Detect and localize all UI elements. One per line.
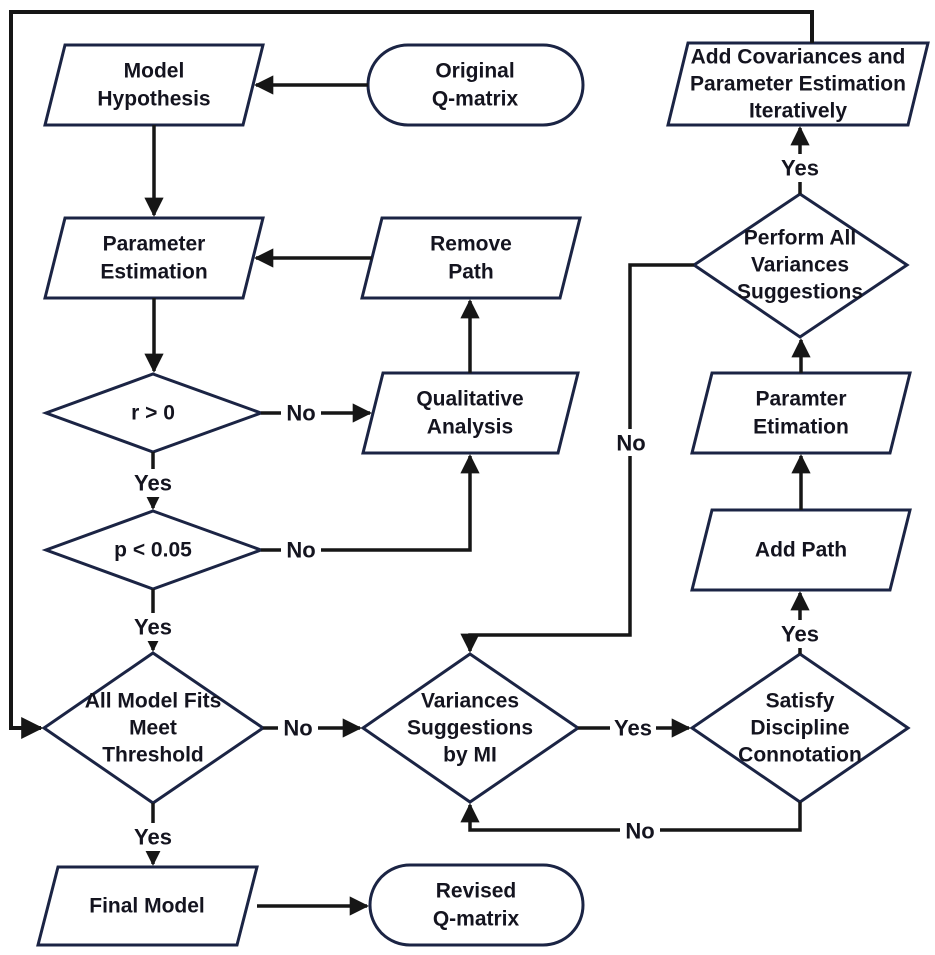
- edge-label-text: Yes: [781, 622, 819, 647]
- node-remove-path: Remove Path: [360, 216, 582, 300]
- parallelogram-shape: [361, 371, 580, 455]
- stadium-shape: [366, 43, 585, 127]
- label-background: [610, 714, 656, 742]
- edge-label-variances-yes: Yes: [610, 714, 656, 742]
- node-qualitative-analysis: Qualitative Analysis: [361, 371, 580, 455]
- node-label-line: Parameter: [103, 233, 206, 256]
- node-label-line: Etimation: [753, 416, 849, 439]
- edge-label-text: Yes: [134, 825, 172, 850]
- parallelogram-shape: [666, 41, 930, 127]
- node-label-line: Suggestions: [407, 717, 533, 740]
- node-label-line: Revised: [436, 880, 517, 903]
- parallelogram-shape: [690, 371, 912, 455]
- edge-label-satisfy-yes: Yes: [777, 620, 823, 648]
- node-paramter-etimation: Paramter Etimation: [690, 371, 912, 455]
- node-label-line: by MI: [443, 744, 497, 767]
- edge-label-text: No: [283, 716, 312, 741]
- edge-label-fits-no: No: [278, 714, 318, 741]
- node-variances-suggestions: Variances Suggestions by MI: [360, 652, 581, 804]
- diamond-shape: [360, 652, 581, 804]
- edge-label-text: Yes: [614, 716, 652, 741]
- edge-covariances-loop-to-fits: [9, 10, 814, 739]
- edge-label-p-yes: Yes: [130, 613, 176, 641]
- diamond-shape: [691, 192, 910, 339]
- label-background: [611, 429, 651, 456]
- node-final-model: Final Model: [36, 865, 259, 947]
- label-background: [281, 399, 321, 426]
- node-original-qmatrix: Original Q-matrix: [366, 43, 585, 127]
- node-label-line: Satisfy: [766, 690, 835, 713]
- label-background: [130, 613, 176, 641]
- edge-label-perform-yes: Yes: [777, 154, 823, 182]
- stadium-shape: [368, 863, 585, 947]
- node-add-path: Add Path: [690, 508, 912, 592]
- node-label-line: Qualitative: [416, 388, 523, 411]
- node-label-line: Perform All: [744, 227, 856, 250]
- parallelogram-shape: [36, 865, 259, 947]
- node-label-line: Add Covariances and: [691, 46, 906, 69]
- node-label-line: Suggestions: [737, 281, 863, 304]
- edge-label-text: No: [616, 431, 645, 456]
- edge-label-fits-yes: Yes: [130, 823, 176, 851]
- label-background: [620, 817, 660, 844]
- edge-label-r-yes: Yes: [130, 469, 176, 497]
- edge-label-perform-no: No: [611, 429, 651, 456]
- node-label-line: Final Model: [89, 895, 205, 918]
- parallelogram-shape: [43, 216, 265, 300]
- node-label-line: Hypothesis: [97, 88, 210, 111]
- edge-label-p-no: No: [281, 536, 321, 563]
- edge-perform-no-to-variances: [460, 263, 694, 653]
- node-label-line: All Model Fits: [85, 690, 222, 713]
- node-r-gt-zero: r > 0: [41, 372, 266, 454]
- node-label-line: Q-matrix: [433, 908, 520, 931]
- node-label-line: Model: [124, 60, 185, 83]
- edge-label-text: Yes: [134, 615, 172, 640]
- edge-label-r-no: No: [281, 399, 321, 426]
- node-label-line: Estimation: [100, 261, 207, 284]
- node-label-line: Connotation: [738, 744, 862, 767]
- node-label-line: Path: [448, 261, 494, 284]
- edge-label-text: Yes: [134, 471, 172, 496]
- node-label-line: Analysis: [427, 416, 513, 439]
- node-parameter-estimation: Parameter Estimation: [43, 216, 265, 300]
- label-background: [278, 714, 318, 741]
- node-model-hypothesis: Model Hypothesis: [43, 43, 265, 127]
- edge-p-no-to-qualitative: [261, 454, 480, 552]
- node-label-line: Remove: [430, 233, 512, 256]
- node-revised-qmatrix: Revised Q-matrix: [368, 863, 585, 947]
- edge-label-text: No: [286, 401, 315, 426]
- node-label-line: Discipline: [750, 717, 849, 740]
- node-label-line: Q-matrix: [432, 88, 519, 111]
- node-satisfy-discipline: Satisfy Discipline Connotation: [689, 652, 911, 804]
- node-label-line: Meet: [129, 717, 177, 740]
- parallelogram-shape: [360, 216, 582, 300]
- node-label-line: Threshold: [102, 744, 204, 767]
- edge-label-satisfy-no: No: [620, 817, 660, 844]
- label-background: [130, 469, 176, 497]
- node-all-model-fits: All Model Fits Meet Threshold: [41, 651, 266, 805]
- node-p-lt-005: p < 0.05: [41, 509, 266, 591]
- label-background: [777, 620, 823, 648]
- node-label-line: Add Path: [755, 539, 847, 562]
- node-perform-all-variances: Perform All Variances Suggestions: [691, 192, 910, 339]
- label-background: [281, 536, 321, 563]
- node-label-line: Original: [435, 60, 514, 83]
- node-label-line: r > 0: [131, 402, 175, 425]
- node-label-line: Variances: [751, 254, 849, 277]
- edge-label-text: No: [625, 819, 654, 844]
- label-background: [130, 823, 176, 851]
- node-label-line: Iteratively: [749, 100, 847, 123]
- node-label-line: Paramter: [755, 388, 846, 411]
- edge-label-text: No: [286, 538, 315, 563]
- parallelogram-shape: [690, 508, 912, 592]
- node-add-covariances: Add Covariances and Parameter Estimation…: [666, 41, 930, 127]
- node-label-line: Variances: [421, 690, 519, 713]
- edge-label-text: Yes: [781, 156, 819, 181]
- node-label-line: p < 0.05: [114, 539, 192, 562]
- parallelogram-shape: [43, 43, 265, 127]
- node-label-line: Parameter Estimation: [690, 73, 906, 96]
- label-background: [777, 154, 823, 182]
